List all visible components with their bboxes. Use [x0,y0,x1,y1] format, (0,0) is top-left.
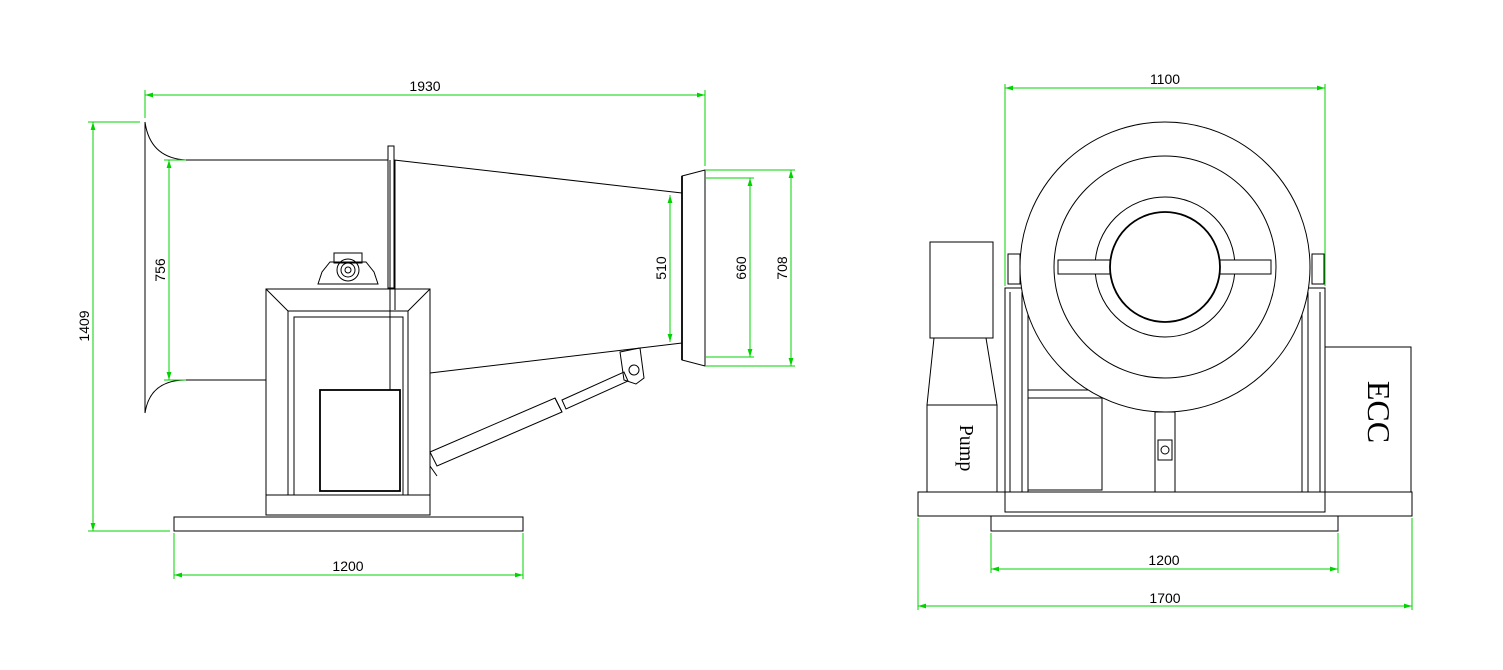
dim-outlet-outer: 708 [774,256,790,280]
side-base-plate [173,516,524,532]
fan-drum [1019,121,1311,413]
inlet-bell-bottom [144,379,187,414]
pillow-block-bearing [317,252,379,285]
side-view: 1930 1409 756 510 660 708 [76,78,795,579]
front-dimensions: 1100 1200 1700 [917,71,1413,610]
side-dimensions: 1930 1409 756 510 660 708 [76,78,795,579]
control-box-label: ECC [1361,381,1397,443]
dim-front-base-width: 1200 [1148,552,1179,568]
inlet-bell-top [144,121,187,161]
pump-label: Pump [955,425,977,472]
cone-top [393,159,683,194]
dim-outlet-mid: 660 [733,256,749,280]
dim-outlet-inner: 510 [653,256,669,280]
outlet-nozzle [681,169,706,367]
front-lower-base [990,515,1339,532]
flange-ring [387,145,395,289]
dim-overall-height: 1409 [76,310,92,341]
dim-top-width: 1100 [1150,71,1180,87]
side-frame-box [265,160,431,516]
dim-overall-length: 1930 [409,78,440,94]
trunnion-pins [1007,253,1325,285]
dim-inlet-diameter: 756 [152,258,168,282]
dim-side-base-length: 1200 [332,558,363,574]
control-box: ECC [1324,346,1412,493]
front-view: Pump ECC 1100 [917,71,1413,610]
pump-unit: Pump [926,241,998,493]
cone-bottom [429,342,683,374]
dim-overall-width: 1700 [1149,590,1180,606]
hydraulic-cylinder [429,347,645,477]
drum-support-post [1154,411,1176,493]
